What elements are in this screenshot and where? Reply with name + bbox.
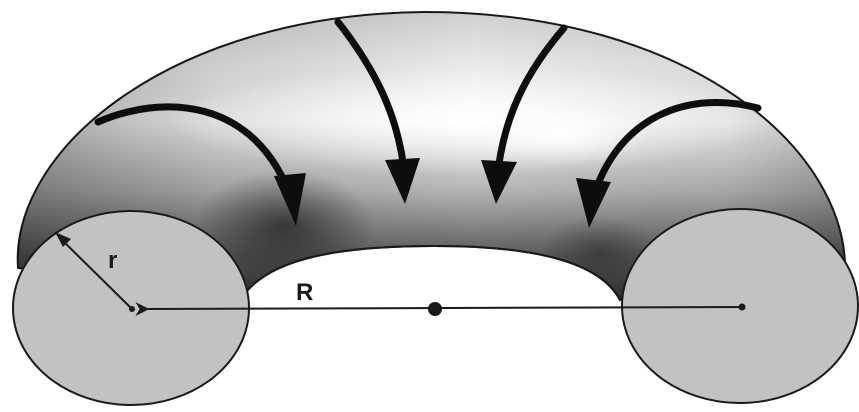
minor-radius-label: r [108, 247, 117, 274]
center-point [428, 302, 442, 316]
flow-arrow-4 [576, 98, 762, 228]
flow-arrow-2 [334, 18, 420, 204]
flow-arrow-1 [94, 103, 306, 226]
major-radius-label: R [296, 279, 313, 306]
major-radius-line [129, 302, 746, 317]
minor-radius-line [55, 232, 133, 310]
flow-arrows [94, 18, 762, 228]
right-section-center [738, 303, 746, 311]
flow-arrow-3 [481, 24, 568, 204]
